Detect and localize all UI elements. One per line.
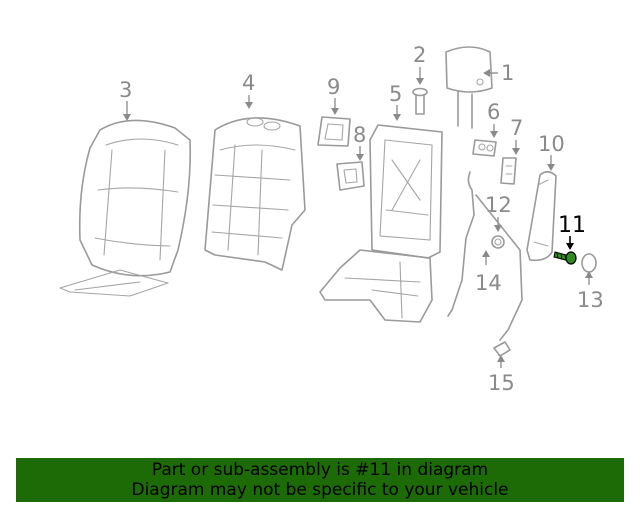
- callout-4: 4: [242, 71, 255, 95]
- callout-2: 2: [413, 43, 426, 67]
- callout-12: 12: [485, 193, 512, 217]
- part-12-grommet: [491, 235, 505, 249]
- parts-diagram: 3 4 9 8 5 2 1: [59, 43, 604, 395]
- callout-14: 14: [475, 271, 502, 295]
- part-3-seat-back-cover: [59, 119, 192, 297]
- part-13-cap: [581, 253, 597, 273]
- callout-5: 5: [389, 82, 402, 106]
- part-2-guide: [412, 87, 428, 115]
- part-14-cable: [447, 171, 523, 341]
- callout-7: 7: [510, 116, 523, 140]
- part-5-seat-back-frame: [319, 124, 443, 323]
- callout-1: 1: [501, 61, 514, 85]
- callout-9: 9: [327, 75, 340, 99]
- part-10-side-panel: [526, 170, 557, 262]
- callout-13: 13: [577, 288, 604, 312]
- part-6-guide-pair: [472, 139, 497, 157]
- callout-15: 15: [488, 371, 515, 395]
- part-8-latch-cover: [336, 161, 365, 191]
- callout-11: 11: [558, 213, 586, 238]
- part-7-clip: [500, 157, 517, 185]
- part-15-connector-clip: [493, 341, 511, 357]
- callout-10: 10: [538, 132, 565, 156]
- callout-8: 8: [353, 123, 366, 147]
- banner-line-2: Diagram may not be specific to your vehi…: [131, 480, 509, 500]
- part-9-bracket: [317, 116, 351, 147]
- banner-line-1: Part or sub-assembly is #11 in diagram: [151, 460, 489, 480]
- info-banner: Part or sub-assembly is #11 in diagram D…: [16, 458, 624, 502]
- callout-3: 3: [119, 78, 132, 102]
- part-11-bolt-highlighted: [553, 251, 577, 265]
- callout-6: 6: [487, 100, 500, 124]
- part-4-seat-back-pad: [204, 117, 306, 271]
- part-1-headrest: [445, 46, 493, 129]
